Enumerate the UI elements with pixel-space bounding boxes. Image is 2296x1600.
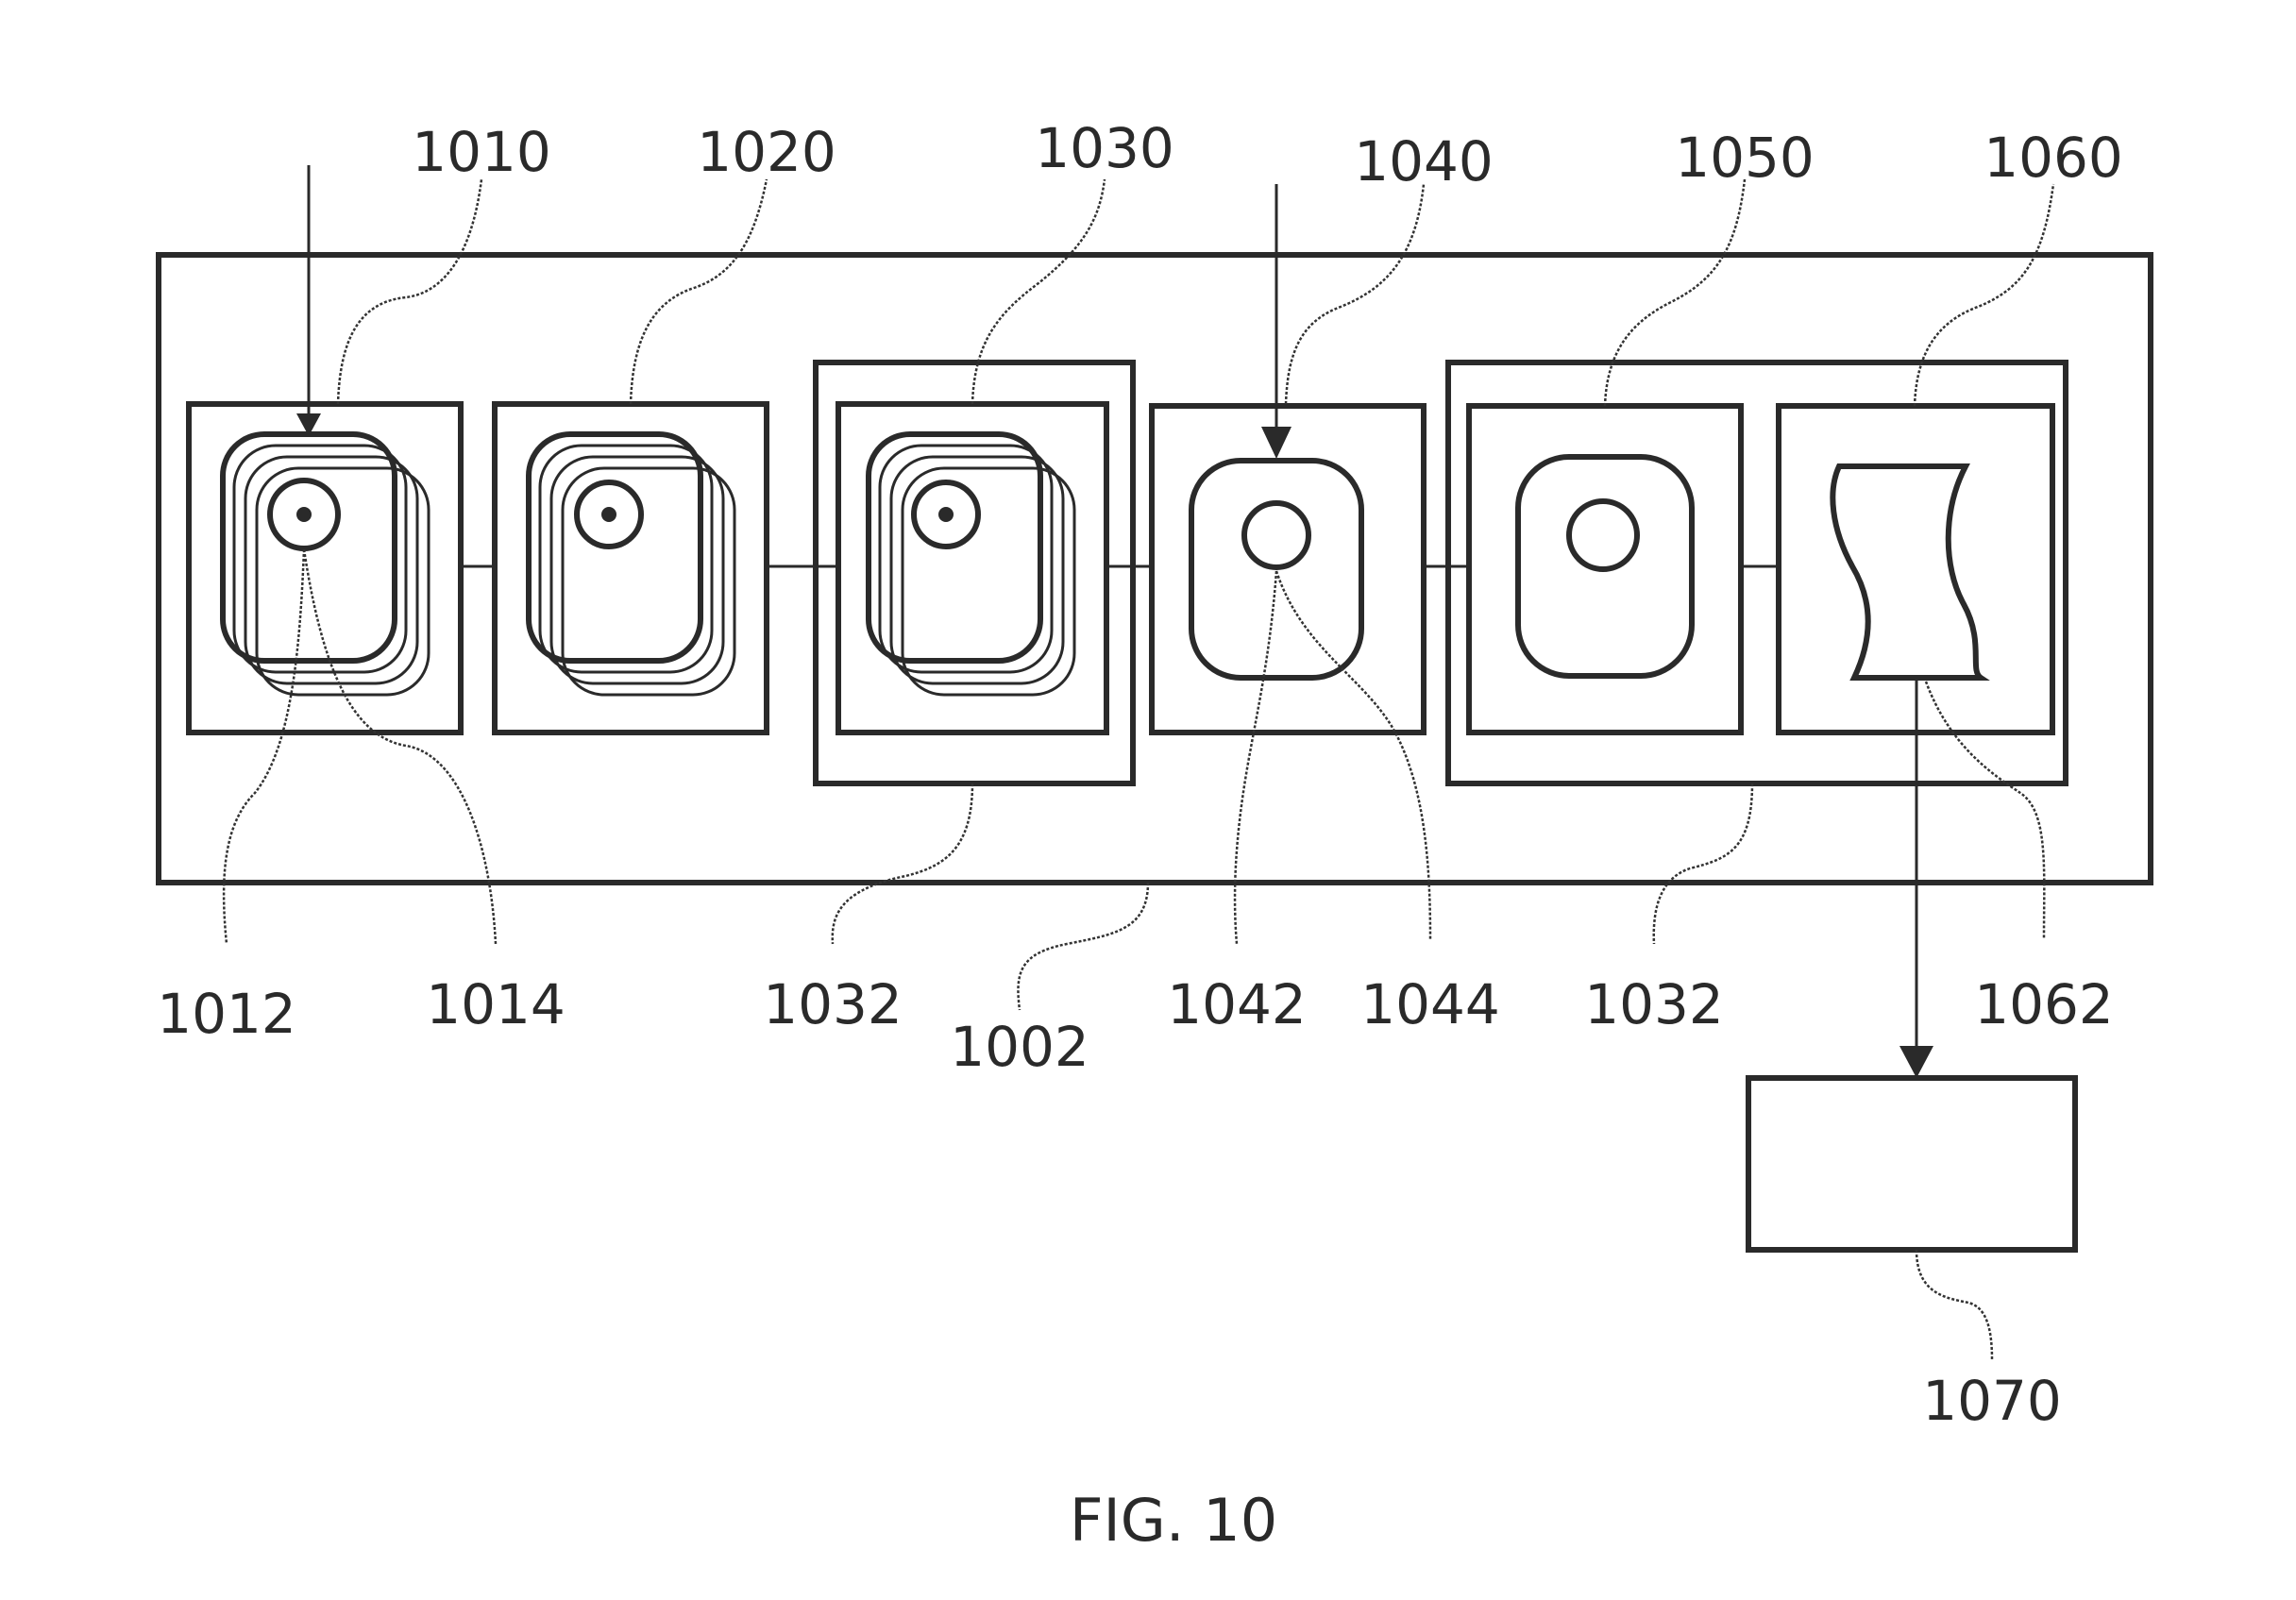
- label-1070: 1070: [1922, 1369, 2062, 1433]
- label-1032-right: 1032: [1584, 972, 1724, 1036]
- label-1050: 1050: [1675, 126, 1815, 190]
- station-1020: [492, 401, 769, 735]
- label-1020: 1020: [697, 120, 836, 184]
- system-enclosure: [156, 252, 2153, 885]
- label-1014: 1014: [426, 972, 566, 1036]
- label-1030: 1030: [1035, 116, 1174, 180]
- label-1044: 1044: [1360, 972, 1500, 1036]
- label-1042: 1042: [1167, 972, 1307, 1036]
- label-1010: 1010: [412, 120, 551, 184]
- station-1050-1060: [1445, 360, 2068, 786]
- label-1060: 1060: [1984, 126, 2123, 190]
- station-1010: [186, 401, 464, 735]
- leader-lines: [222, 178, 2055, 1360]
- output-box-1070: [1746, 1075, 2078, 1253]
- figure-caption: FIG. 10: [1069, 1486, 1278, 1555]
- station-1040: [1149, 403, 1427, 735]
- label-1062: 1062: [1974, 972, 2114, 1036]
- label-1012: 1012: [157, 982, 296, 1046]
- label-1040: 1040: [1354, 129, 1494, 194]
- label-1002: 1002: [950, 1015, 1089, 1079]
- label-1032-left: 1032: [763, 972, 903, 1036]
- flow-arrows: [296, 165, 1933, 1078]
- station-1030: [813, 360, 1136, 786]
